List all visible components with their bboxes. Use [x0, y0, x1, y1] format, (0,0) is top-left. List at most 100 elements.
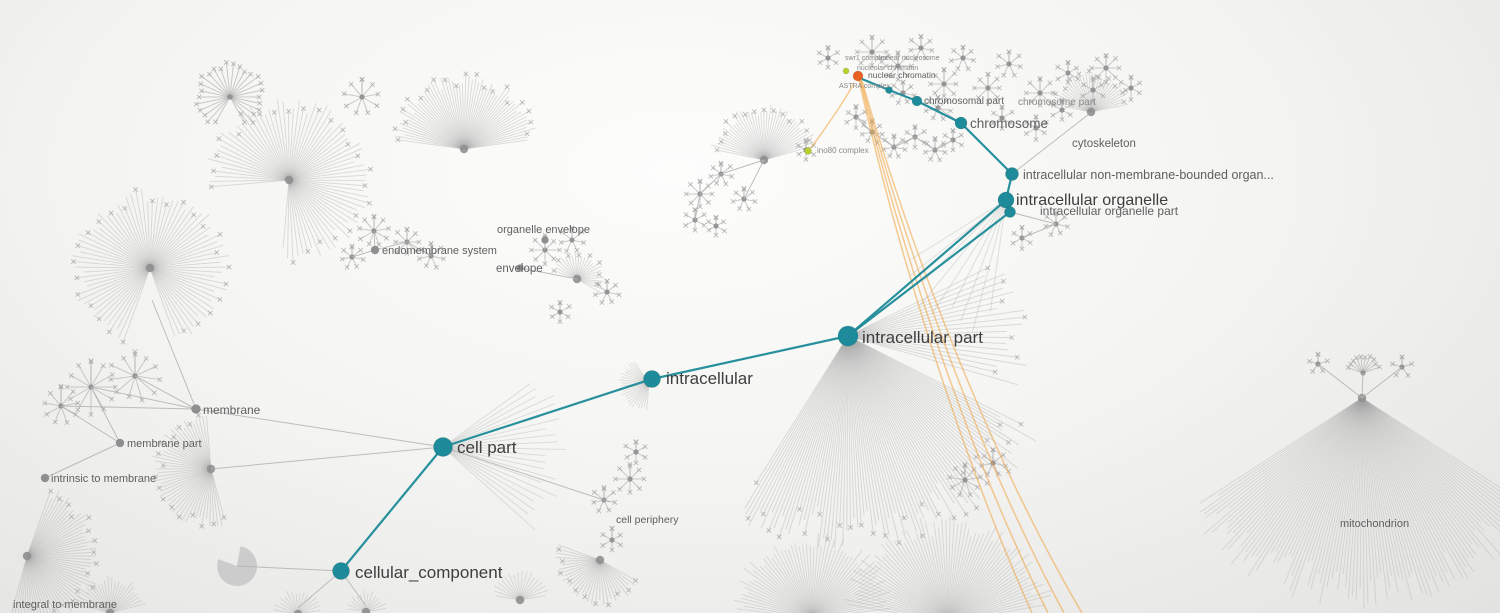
- node-chromatin[interactable]: [885, 86, 893, 94]
- graph-edge: [374, 241, 408, 251]
- cluster-center-node[interactable]: [985, 85, 991, 91]
- cluster-center-node[interactable]: [22, 551, 32, 561]
- cluster: [908, 195, 1011, 333]
- cluster-center-node[interactable]: [895, 63, 901, 69]
- graph-edge: [44, 442, 121, 479]
- cluster-layer: [11, 33, 1500, 613]
- node-nucleosome[interactable]: [842, 67, 850, 75]
- node-membrane-part[interactable]: [115, 438, 125, 448]
- cluster-center-node[interactable]: [557, 309, 563, 315]
- cluster: [1023, 75, 1056, 108]
- graph-label-nuclear-chromatin: nuclear chromatin: [868, 70, 936, 80]
- cluster-center-node[interactable]: [105, 608, 115, 613]
- graph-edge: [743, 159, 765, 200]
- cluster: [1118, 74, 1143, 103]
- highlight-edge: [960, 122, 1013, 175]
- cluster-center-node[interactable]: [293, 609, 303, 613]
- cluster-center-node[interactable]: [1033, 125, 1039, 131]
- cluster-center-node[interactable]: [869, 49, 875, 55]
- node-membrane[interactable]: [191, 404, 201, 414]
- graph-label-intracellular: intracellular: [666, 369, 753, 388]
- node-intracellular-organelle[interactable]: [997, 191, 1015, 209]
- cluster: [971, 71, 1002, 105]
- cluster-center-node[interactable]: [960, 55, 966, 61]
- cluster-center-node[interactable]: [713, 223, 719, 229]
- highlight-edge-layer: [340, 77, 1014, 572]
- cluster-center-node[interactable]: [459, 144, 469, 154]
- cluster-center-node[interactable]: [1006, 61, 1012, 67]
- cluster-center-node[interactable]: [1090, 87, 1096, 93]
- cluster-center-node[interactable]: [361, 607, 371, 613]
- cluster-center-node[interactable]: [1103, 65, 1109, 71]
- node-endomembrane-system[interactable]: [370, 245, 380, 255]
- cluster: [207, 99, 374, 266]
- node-cellular_component[interactable]: [332, 562, 350, 580]
- orange-edge: [810, 82, 855, 149]
- node-intracellular-part[interactable]: [837, 325, 859, 347]
- cluster-center-node[interactable]: [569, 237, 575, 243]
- cluster-center-node[interactable]: [918, 45, 924, 51]
- cluster-center-node[interactable]: [145, 263, 155, 273]
- cluster-center-node[interactable]: [595, 555, 605, 565]
- cluster: [990, 104, 1015, 132]
- cluster: [64, 358, 118, 418]
- cluster: [711, 104, 815, 165]
- cluster-center-node[interactable]: [609, 537, 615, 543]
- cluster: [416, 241, 447, 270]
- cluster: [623, 439, 648, 466]
- cluster: [734, 533, 892, 613]
- cluster: [1050, 97, 1074, 123]
- cluster: [357, 213, 392, 248]
- node-nuclear-chromatin[interactable]: [852, 70, 864, 82]
- node-intrinsic-to-membrane[interactable]: [40, 473, 50, 483]
- cluster: [392, 71, 536, 154]
- cluster-center-node[interactable]: [1065, 70, 1071, 76]
- cluster-center-node[interactable]: [227, 94, 233, 100]
- cluster-center-node[interactable]: [825, 55, 831, 61]
- cluster: [592, 278, 622, 306]
- graph-edge: [893, 136, 916, 148]
- cluster-center-node[interactable]: [359, 94, 365, 100]
- cluster: [548, 299, 572, 325]
- cluster: [854, 34, 890, 68]
- graph-edge: [699, 173, 722, 195]
- cluster: [816, 44, 841, 70]
- cluster-center-node[interactable]: [1128, 85, 1134, 91]
- cluster-center-node[interactable]: [1037, 90, 1043, 96]
- node-organelle-envelope[interactable]: [541, 236, 549, 244]
- cluster-center-node[interactable]: [999, 115, 1005, 121]
- cluster: [948, 44, 977, 72]
- cluster-center-node[interactable]: [604, 289, 610, 295]
- node-ino80-complex[interactable]: [804, 147, 812, 155]
- node-envelope[interactable]: [516, 264, 524, 272]
- graph-edge: [90, 386, 121, 444]
- node-intracellular-organelle-part[interactable]: [1004, 206, 1016, 218]
- node-intracellular-non-membrane-bounded-organelle[interactable]: [1005, 167, 1019, 181]
- cluster: [70, 186, 232, 345]
- cluster: [1199, 393, 1500, 609]
- graph-edge: [1361, 366, 1403, 399]
- graph-edge: [297, 570, 342, 609]
- cluster-center-node[interactable]: [962, 477, 968, 483]
- cluster-center-node[interactable]: [515, 595, 525, 605]
- cluster: [1043, 209, 1071, 238]
- cluster-center-node[interactable]: [1059, 107, 1065, 113]
- node-chromosomal-part[interactable]: [911, 95, 923, 107]
- node-cell-part[interactable]: [433, 437, 453, 457]
- graph-label-intrinsic-to-membrane: intrinsic to membrane: [51, 473, 156, 485]
- cluster: [11, 488, 99, 613]
- node-intracellular[interactable]: [643, 370, 661, 388]
- graph-label-chromosomal-part: chromosomal part: [924, 96, 1004, 107]
- cluster-center-node[interactable]: [627, 476, 633, 482]
- node-chromosome[interactable]: [954, 116, 968, 130]
- graph-edge: [934, 139, 954, 151]
- cluster-center-node[interactable]: [941, 81, 947, 87]
- cluster: [844, 103, 868, 131]
- cluster-center-node[interactable]: [633, 449, 639, 455]
- cluster-center-node[interactable]: [284, 175, 294, 185]
- highlight-edge: [861, 77, 890, 92]
- cluster: [438, 383, 566, 531]
- cluster: [600, 525, 624, 553]
